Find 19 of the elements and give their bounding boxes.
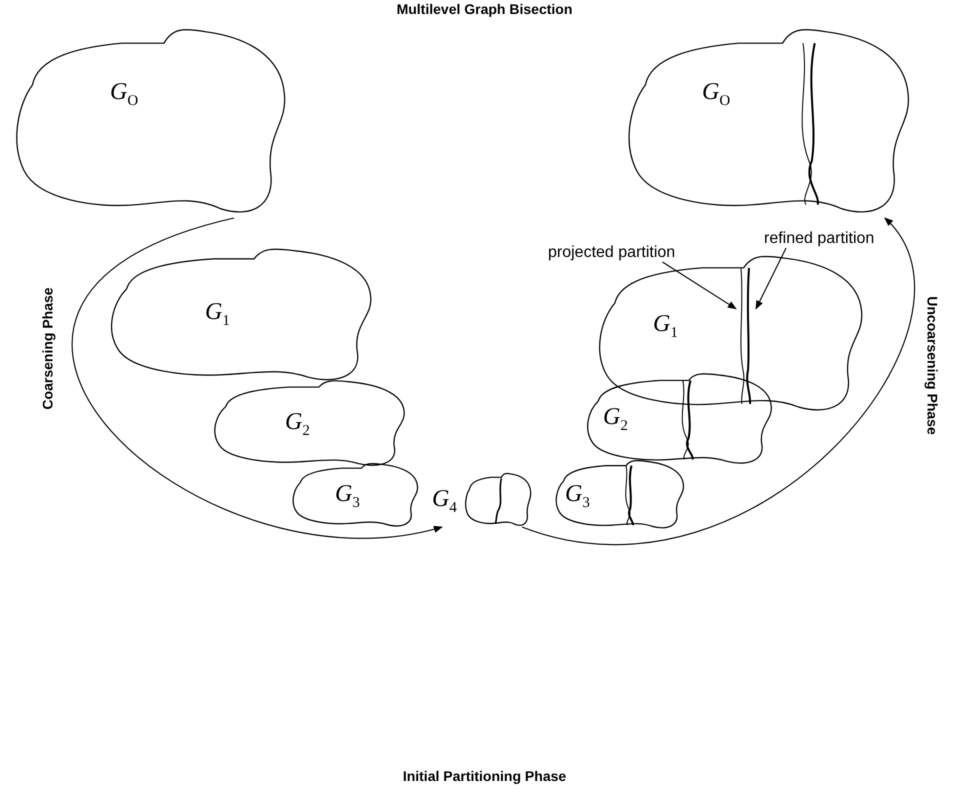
- annotation-label: projected partition: [548, 244, 676, 262]
- graph-label: G$_{1}$: [653, 310, 678, 343]
- graph-label: G$_{2}$: [603, 403, 628, 436]
- graph-label: G$_{O}$: [110, 78, 138, 111]
- annotation-label: refined partition: [764, 230, 874, 248]
- edge-label: Uncoarsening Phase: [924, 296, 940, 436]
- graph-label: G$_{2}$: [285, 408, 310, 441]
- curved-arrow: [72, 217, 443, 538]
- phase-label: Initial Partitioning Phase: [402, 768, 568, 785]
- graph-label: G$_{3}$: [565, 480, 590, 513]
- graph-label: G$_{4}$: [432, 485, 457, 518]
- graph-label: G$_{3}$: [335, 480, 360, 513]
- curved-arrow: [522, 217, 915, 544]
- leader-line: [662, 262, 737, 310]
- graph-label: G$_{1}$: [205, 298, 230, 331]
- edge-label: Coarsening Phase: [40, 286, 56, 412]
- graph-label: G$_{O}$: [702, 78, 730, 111]
- diagram-title: Multilevel Graph Bisection: [396, 1, 574, 18]
- leader-line: [756, 248, 787, 310]
